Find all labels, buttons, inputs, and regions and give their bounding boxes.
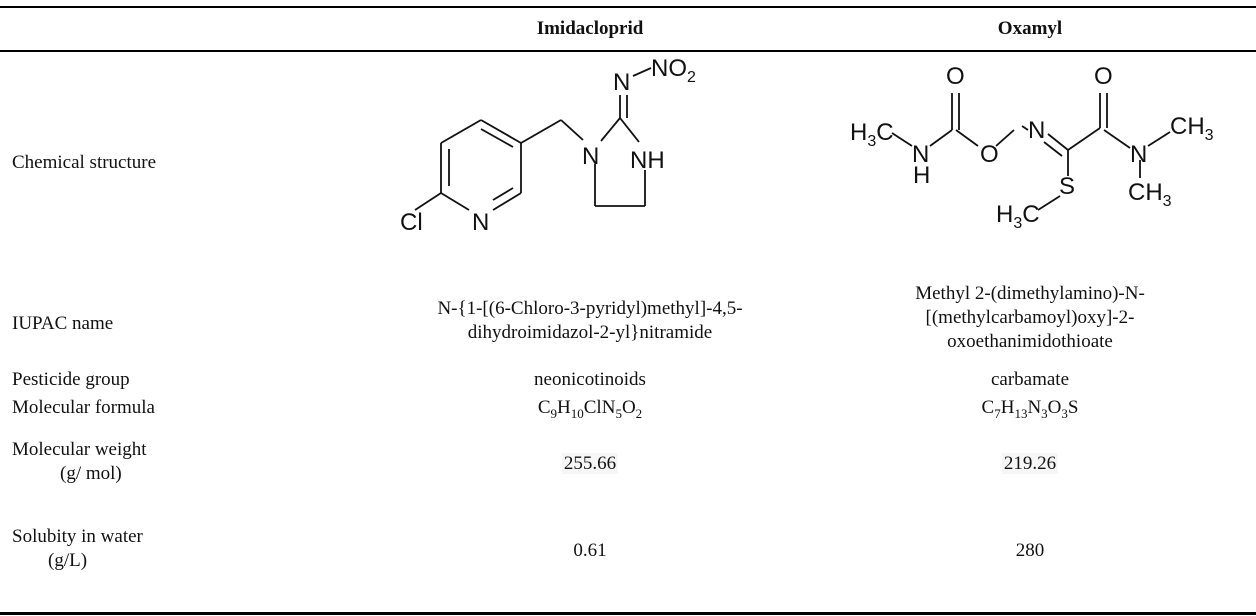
imidacloprid-top-n-atom: N: [613, 69, 630, 96]
oxamyl-n3-atom: N: [1130, 141, 1147, 168]
oxamyl-ch3-a-text: CH: [1170, 113, 1205, 140]
oxamyl-carbonyl-o2: O: [1094, 63, 1113, 90]
weight-imidacloprid-value: 255.66: [561, 453, 619, 474]
header-imidacloprid: Imidacloprid: [536, 18, 644, 39]
oxamyl-structure: O O H3C N H O N N CH3 CH3 S H3C: [850, 63, 1214, 232]
header-bottom-rule: [0, 50, 1256, 52]
iupac-oxamyl-line2: [(methylcarbamoyl)oxy]-2-: [925, 307, 1135, 328]
iupac-imidacloprid-line1: N-{1-[(6-Chloro-3-pyridyl)methyl]-4,5-: [437, 298, 743, 319]
imidacloprid-pyridine-n-atom: N: [472, 209, 489, 236]
weight-oxamyl: 219.26: [880, 452, 1180, 476]
oxamyl-carbonyl-o1: O: [946, 63, 965, 90]
label-solubility-line1: Solubity in water: [12, 526, 143, 547]
iupac-imidacloprid-line2: dihydroimidazol-2-yl}nitramide: [467, 322, 713, 343]
oxamyl-ch3-b: CH3: [1128, 179, 1172, 210]
oxamyl-ch3-a: CH3: [1170, 113, 1214, 144]
imidacloprid-no2-group: NO2: [651, 55, 696, 86]
iupac-oxamyl-line3: oxoethanimidothioate: [947, 331, 1113, 352]
oxamyl-ch3-b-text: CH: [1128, 179, 1163, 206]
label-solubility-line2: (g/L): [48, 550, 88, 571]
oxamyl-h-atom: H: [913, 162, 930, 189]
formula-oxamyl-text: C7H13N3O3S: [981, 397, 1079, 421]
solubility-oxamyl: 280: [1015, 540, 1045, 561]
table-bottom-rule: [0, 612, 1256, 615]
table-top-rule: [0, 6, 1256, 8]
label-molecular-weight-line1: Molecular weight: [12, 439, 147, 460]
imidacloprid-no2-sub: 2: [687, 69, 696, 86]
label-molecular-formula: Molecular formula: [12, 397, 155, 418]
oxamyl-h3c-s-sub: 3: [1013, 215, 1022, 232]
oxamyl-h3c-s: H3C: [996, 201, 1040, 232]
oxamyl-h3c-left: H3C: [850, 119, 894, 150]
label-chemical-structure: Chemical structure: [12, 152, 157, 173]
label-molecular-weight-line2: (g/ mol): [60, 463, 122, 484]
label-solubility: Solubity in water (g/L): [12, 525, 143, 573]
oxamyl-s-atom: S: [1059, 173, 1075, 200]
oxamyl-ch3-a-sub: 3: [1205, 127, 1214, 144]
header-oxamyl: Oxamyl: [997, 18, 1063, 39]
imidacloprid-structure: Cl N N NH N NO2: [400, 55, 696, 236]
imidacloprid-ring-n-atom: N: [582, 143, 599, 170]
label-iupac-name: IUPAC name: [12, 313, 114, 334]
iupac-oxamyl-line1: Methyl 2-(dimethylamino)-N-: [915, 283, 1145, 304]
iupac-oxamyl: Methyl 2-(dimethylamino)-N- [(methylcarb…: [830, 282, 1230, 354]
formula-imidacloprid-text: C9H10ClN5O2: [537, 397, 643, 421]
oxamyl-n2-atom: N: [1028, 117, 1045, 144]
group-oxamyl: carbamate: [990, 369, 1070, 390]
solubility-imidacloprid: 0.61: [573, 540, 607, 561]
imidacloprid-no2-text: NO: [651, 55, 687, 82]
label-pesticide-group: Pesticide group: [12, 369, 130, 390]
oxamyl-h3c-s-c: C: [1022, 201, 1039, 228]
weight-imidacloprid: 255.66: [440, 452, 740, 476]
label-molecular-weight: Molecular weight (g/ mol): [12, 438, 147, 486]
formula-imidacloprid: C9H10ClN5O2: [440, 396, 740, 426]
imidacloprid-cl-atom: Cl: [400, 209, 423, 236]
oxamyl-h3c-c: C: [876, 119, 893, 146]
weight-oxamyl-value: 219.26: [1001, 453, 1059, 474]
group-imidacloprid: neonicotinoids: [534, 369, 646, 390]
oxamyl-ch3-b-sub: 3: [1163, 193, 1172, 210]
iupac-imidacloprid: N-{1-[(6-Chloro-3-pyridyl)methyl]-4,5- d…: [370, 297, 810, 345]
formula-oxamyl: C7H13N3O3S: [880, 396, 1180, 426]
oxamyl-h3c-s-h: H: [996, 201, 1013, 228]
oxamyl-h3c-sub: 3: [867, 133, 876, 150]
oxamyl-o-link: O: [980, 141, 999, 168]
oxamyl-n1-atom: N: [912, 141, 929, 168]
imidacloprid-nh-atom: NH: [630, 147, 665, 174]
oxamyl-h3c-h: H: [850, 119, 867, 146]
